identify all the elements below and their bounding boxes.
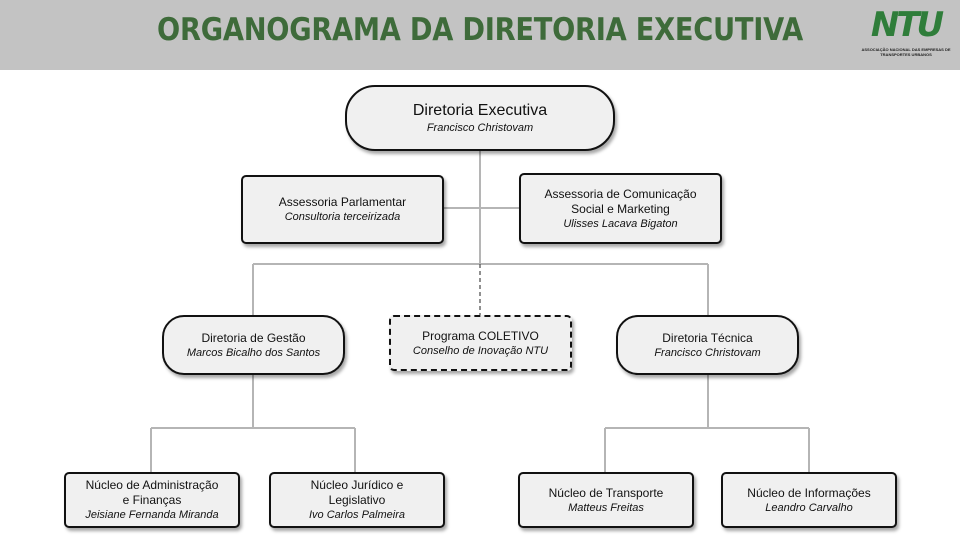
node-name: Diretoria de Gestão: [201, 330, 306, 345]
node-name: Diretoria Executiva: [412, 102, 548, 119]
logo-mark: NTU: [870, 5, 944, 45]
node-person: Leandro Carvalho: [765, 501, 853, 514]
node-nucleo-transporte: Núcleo de Transporte Matteus Freitas: [518, 472, 694, 528]
node-person: Consultoria terceirizada: [284, 211, 401, 223]
node-name: Assessoria Parlamentar: [278, 195, 407, 209]
node-name-line1: Assessoria de Comunicação: [544, 186, 697, 201]
node-programa-coletivo: Programa COLETIVO Conselho de Inovação N…: [389, 315, 572, 371]
node-name-line2: e Finanças: [122, 493, 182, 507]
node-name: Núcleo de Informações: [747, 485, 871, 500]
node-person: Ivo Carlos Palmeira: [309, 509, 405, 521]
header-bar: [0, 0, 960, 70]
node-assessoria-parlamentar: Assessoria Parlamentar Consultoria terce…: [241, 175, 444, 244]
node-name-line1: Núcleo Jurídico e: [310, 478, 404, 492]
node-assessoria-comunicacao: Assessoria de Comunicação Social e Marke…: [519, 173, 722, 244]
node-nucleo-administracao: Núcleo de Administração e Finanças Jeisi…: [64, 472, 240, 528]
node-diretoria-tecnica: Diretoria Técnica Francisco Christovam: [616, 315, 799, 375]
node-person: Matteus Freitas: [568, 501, 644, 514]
node-person: Francisco Christovam: [426, 122, 534, 134]
node-person: Jeisiane Fernanda Miranda: [85, 509, 219, 521]
logo-caption: ASSOCIAÇÃO NACIONAL DAS EMPRESAS DE TRAN…: [861, 47, 951, 57]
node-nucleo-informacoes: Núcleo de Informações Leandro Carvalho: [721, 472, 897, 528]
page-title: ORGANOGRAMA DA DIRETORIA EXECUTIVA: [157, 12, 803, 48]
node-name-line2: Legislativo: [328, 493, 386, 507]
node-diretoria-executiva: Diretoria Executiva Francisco Christovam: [345, 85, 615, 151]
node-person: Marcos Bicalho dos Santos: [186, 346, 321, 359]
node-person: Francisco Christovam: [654, 346, 761, 359]
node-name: Diretoria Técnica: [662, 330, 753, 345]
node-name-line1: Núcleo de Administração: [85, 478, 219, 492]
ntu-logo: NTU ASSOCIAÇÃO NACIONAL DAS EMPRESAS DE …: [860, 5, 952, 63]
node-nucleo-juridico: Núcleo Jurídico e Legislativo Ivo Carlos…: [269, 472, 445, 528]
node-name: Núcleo de Transporte: [548, 485, 664, 500]
node-name: Programa COLETIVO: [422, 328, 539, 343]
node-person: Ulisses Lacava Bigaton: [563, 217, 678, 230]
node-name-line2: Social e Marketing: [571, 201, 670, 216]
node-diretoria-gestao: Diretoria de Gestão Marcos Bicalho dos S…: [162, 315, 345, 375]
node-person: Conselho de Inovação NTU: [412, 344, 549, 357]
